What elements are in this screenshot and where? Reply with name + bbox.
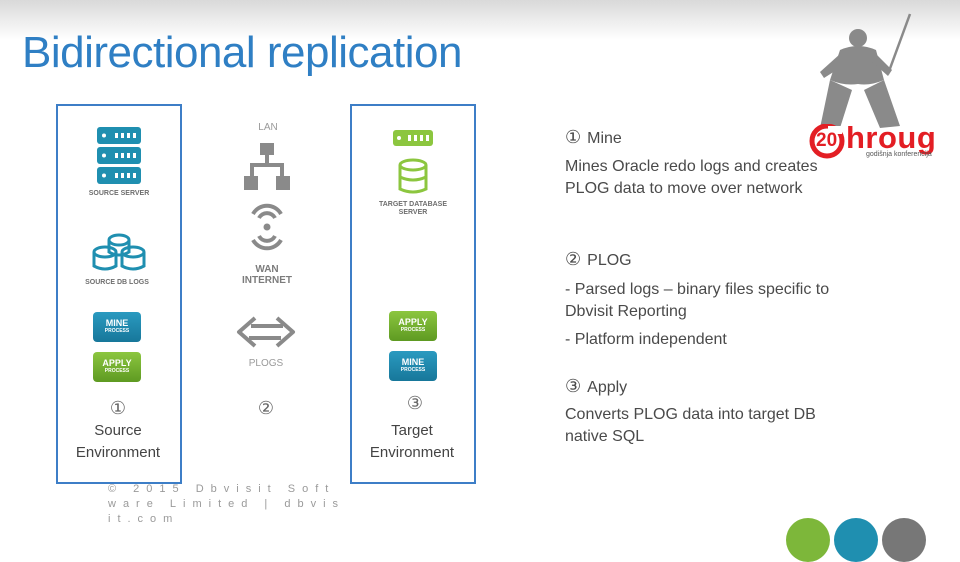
target-database-icon	[397, 158, 429, 201]
target-server-icon	[393, 130, 433, 151]
copyright-footer: © 2015 Dbvisit Software Limited | dbvisi…	[108, 483, 346, 525]
step-apply-text: Converts PLOG data into target DB native…	[565, 406, 816, 445]
apply-process-text: APPLY	[102, 358, 132, 368]
source-server-label: SOURCE SERVER	[88, 190, 150, 197]
step-plog-title: PLOG	[587, 252, 632, 269]
step-plog-marker: ②	[565, 249, 582, 269]
source-environment-label: Source Environment	[75, 422, 161, 461]
step-mine-title: Mine	[587, 130, 622, 147]
target-db-server-label: TARGET DATABASE SERVER	[378, 201, 448, 216]
mine-process-text-target: MINE	[401, 357, 425, 367]
step-mine: ① Mine Mines Oracle redo logs and creates…	[565, 126, 830, 200]
hroug-logo-number: 20	[816, 130, 838, 151]
step-apply: ③ Apply Converts PLOG data into target DB…	[565, 375, 830, 448]
hroug-logo-text: hroug	[846, 120, 937, 155]
step-mine-marker: ①	[565, 127, 582, 147]
mine-process-badge: MINE PROCESS	[93, 312, 141, 342]
teal-dot	[834, 518, 878, 562]
step-apply-heading: ③ Apply	[565, 375, 830, 399]
step-mine-text: Mines Oracle redo logs and creates PLOG …	[565, 158, 818, 197]
target-environment-label: Target Environment	[369, 422, 455, 461]
target-environment-box	[350, 104, 476, 484]
hroug-logo-subtitle: godišnja konferencija	[866, 151, 932, 158]
step-plog-text-1: - Parsed logs – binary files specific to…	[565, 281, 830, 320]
source-server-icon	[97, 127, 141, 190]
source-db-logs-label: SOURCE DB LOGS	[85, 279, 149, 286]
gray-dot	[882, 518, 926, 562]
slide-title: Bidirectional replication	[22, 28, 462, 77]
apply-process-subtext-target: PROCESS	[400, 327, 426, 333]
mine-process-subtext: PROCESS	[104, 328, 130, 334]
samurai-logo-icon	[800, 10, 920, 140]
step-apply-marker: ③	[565, 376, 582, 396]
source-marker: ①	[109, 398, 127, 418]
mine-process-badge-target: MINE PROCESS	[389, 351, 437, 381]
plog-marker: ②	[257, 398, 275, 418]
apply-marker: ③	[406, 393, 424, 413]
network-icon	[244, 143, 290, 196]
apply-process-text-target: APPLY	[398, 317, 428, 327]
mine-process-text: MINE	[105, 318, 129, 328]
step-plog-text-2: - Platform independent	[565, 331, 727, 348]
step-plog-heading: ② PLOG	[565, 248, 830, 272]
bidirectional-arrows-icon	[235, 314, 297, 355]
green-dot	[786, 518, 830, 562]
step-mine-heading: ① Mine	[565, 126, 830, 150]
step-apply-title: Apply	[587, 379, 628, 396]
apply-process-subtext: PROCESS	[104, 368, 130, 374]
top-band	[0, 0, 960, 40]
lan-label: LAN	[258, 122, 278, 133]
plogs-label: PLOGS	[248, 358, 284, 369]
mine-process-subtext-target: PROCESS	[400, 367, 426, 373]
wan-internet-label: WAN INTERNET	[242, 264, 292, 286]
apply-process-badge-target: APPLY PROCESS	[389, 311, 437, 341]
wireless-signal-icon	[245, 200, 289, 259]
source-environment-box	[56, 104, 182, 484]
hroug-logo	[808, 123, 958, 160]
apply-process-badge: APPLY PROCESS	[93, 352, 141, 382]
source-db-logs-icon	[91, 232, 147, 279]
step-plog: ② PLOG - Parsed logs – binary files speci…	[565, 248, 830, 351]
